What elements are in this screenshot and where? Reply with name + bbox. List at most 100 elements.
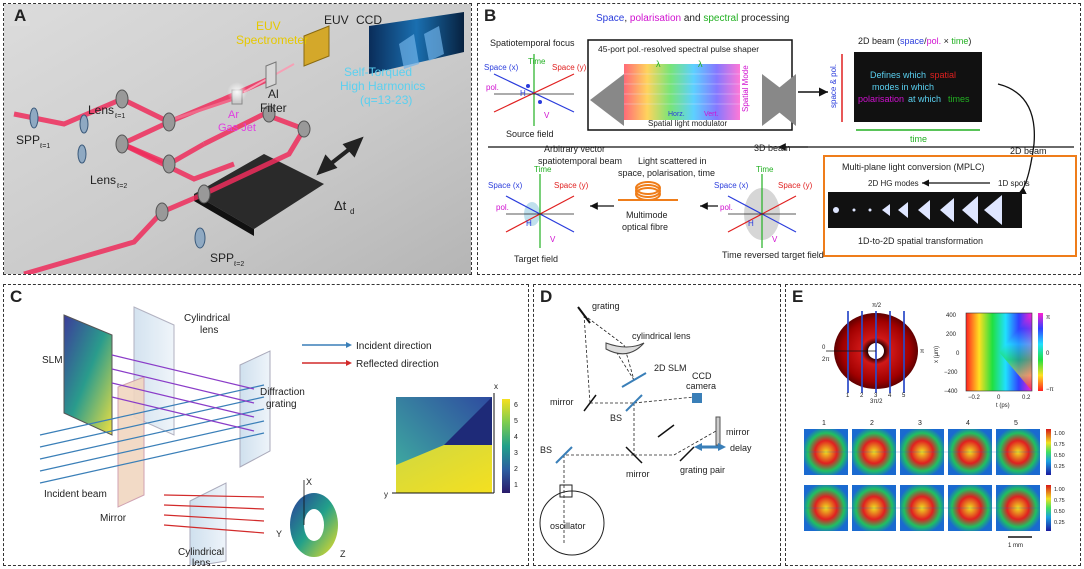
b-slm-label: Spatial light modulator	[648, 119, 727, 128]
svg-text:optical fibre: optical fibre	[622, 222, 668, 232]
svg-text:Space (y): Space (y)	[554, 181, 589, 190]
svg-text:space, polarisation, time: space, polarisation, time	[618, 168, 715, 178]
svg-text:pol.: pol.	[486, 83, 499, 92]
lens-l1	[79, 114, 89, 134]
svg-text:Cylindrical: Cylindrical	[178, 547, 224, 558]
svg-text:0.25: 0.25	[1054, 464, 1065, 470]
svg-text:at which: at which	[908, 94, 941, 104]
svg-text:V: V	[772, 235, 778, 244]
svg-text:y: y	[384, 490, 388, 499]
svg-text:x (μm): x (μm)	[934, 346, 940, 363]
lens-l2	[77, 144, 87, 164]
svg-text:camera: camera	[686, 381, 716, 391]
svg-text:times: times	[948, 94, 970, 104]
svg-text:Reflected direction: Reflected direction	[356, 359, 439, 370]
svg-text:spatiotemporal beam: spatiotemporal beam	[538, 156, 622, 166]
e-donut: π/2 0 π 2π 3π/2 1 2 3 4 5	[822, 303, 924, 405]
d-grating	[577, 306, 591, 324]
svg-text:−200: −200	[944, 370, 958, 376]
svg-text:π/2: π/2	[872, 303, 882, 309]
b-2d-beam-short: 2D beam	[1010, 146, 1047, 156]
label-euv-spec-1: EUV	[256, 19, 281, 33]
svg-text:H: H	[520, 89, 526, 98]
svg-text:modes in which: modes in which	[872, 82, 934, 92]
svg-text:Mirror: Mirror	[100, 513, 127, 524]
b-spatial-mode: Spatial Mode	[741, 65, 750, 112]
mplc-box	[823, 155, 1077, 257]
source-field-axes: Time Space (x) Space (y) pol. H V	[484, 54, 587, 126]
incident-beams	[39, 384, 265, 484]
label-self-torqued-1: Self-Torqued	[344, 65, 412, 79]
svg-text:3: 3	[874, 393, 878, 399]
panel-c: C	[3, 284, 529, 566]
label-spp2: SPP	[210, 251, 234, 265]
c-colorbar	[502, 399, 510, 493]
svg-text:1 mm: 1 mm	[1008, 543, 1023, 549]
label-spp1: SPP	[16, 133, 40, 147]
svg-text:Y: Y	[276, 529, 282, 539]
svg-text:1D spots: 1D spots	[998, 179, 1030, 188]
svg-text:Space (x): Space (x)	[488, 181, 523, 190]
svg-text:grating: grating	[266, 399, 297, 410]
b-2d-beam-title: 2D beam (space/pol. × time)	[858, 36, 971, 46]
label-lens1: Lens	[88, 103, 114, 117]
d-bs-top	[625, 394, 643, 412]
svg-text:x: x	[494, 382, 498, 391]
b-lambda-2: λ	[698, 59, 703, 69]
svg-text:V: V	[550, 235, 556, 244]
svg-text:mirror: mirror	[726, 427, 750, 437]
panel-label-b: B	[484, 6, 497, 25]
svg-text:grating pair: grating pair	[680, 465, 725, 475]
svg-text:π: π	[920, 349, 924, 355]
svg-text:0: 0	[997, 395, 1001, 401]
svg-text:5: 5	[1014, 420, 1018, 427]
b-3d-beam: 3D beam	[754, 143, 791, 153]
svg-text:0: 0	[956, 351, 960, 357]
svg-text:400: 400	[946, 313, 957, 319]
d-mirror-bottom	[625, 446, 643, 464]
svg-text:Multi-plane light conversion (: Multi-plane light conversion (MPLC)	[842, 162, 985, 172]
d-beam-paths	[563, 314, 717, 545]
svg-text:2D HG modes: 2D HG modes	[868, 179, 919, 188]
svg-text:mirror: mirror	[550, 397, 574, 407]
d-bs-left	[555, 446, 573, 464]
svg-text:π: π	[1046, 315, 1050, 321]
b-curved-arrow	[997, 83, 1036, 195]
mirror-1	[115, 89, 129, 109]
svg-text:Space (x): Space (x)	[484, 63, 519, 72]
d-ccd-camera-icon	[692, 393, 702, 403]
label-lens1-sub: ℓ=1	[114, 113, 125, 120]
svg-text:Time: Time	[756, 165, 774, 174]
svg-text:1: 1	[846, 393, 850, 399]
panel-d-diagram: grating cylindrical lens 2D SLM CCD came…	[539, 301, 752, 556]
svg-text:spatial: spatial	[930, 70, 956, 80]
label-ar: Ar	[228, 109, 239, 121]
c-legend: Incident direction Reflected direction	[302, 341, 439, 370]
b-time-axis: time	[910, 134, 927, 144]
panel-label-c: C	[10, 287, 23, 306]
svg-text:3: 3	[918, 420, 922, 427]
svg-text:−0.2: −0.2	[968, 395, 981, 401]
oam-torus-icon: X Y Z	[276, 477, 346, 559]
reflected-beams-purple	[111, 354, 255, 432]
svg-text:Time: Time	[528, 57, 546, 66]
svg-text:BS: BS	[540, 445, 552, 455]
svg-text:0.2: 0.2	[1022, 395, 1031, 401]
b-shaper-label: 45-port pol.-resolved spectral pulse sha…	[598, 44, 759, 54]
prism-right	[764, 74, 796, 126]
svg-text:Arbitrary vector: Arbitrary vector	[544, 144, 605, 154]
svg-text:−π: −π	[1046, 387, 1054, 393]
label-self-torqued-2: High Harmonics	[340, 79, 425, 93]
svg-text:3π/2: 3π/2	[870, 399, 883, 405]
slm-panel	[63, 314, 113, 436]
euv-spectrometer	[303, 25, 330, 67]
svg-text:Space (x): Space (x)	[714, 181, 749, 190]
mirror-8	[297, 120, 311, 138]
svg-text:CCD: CCD	[692, 371, 712, 381]
svg-text:5: 5	[902, 393, 906, 399]
b-vert: Vert.	[704, 111, 718, 118]
svg-text:2D SLM: 2D SLM	[654, 363, 687, 373]
svg-text:1: 1	[822, 420, 826, 427]
b-source-field: Source field	[506, 129, 554, 139]
svg-text:BS: BS	[610, 413, 622, 423]
